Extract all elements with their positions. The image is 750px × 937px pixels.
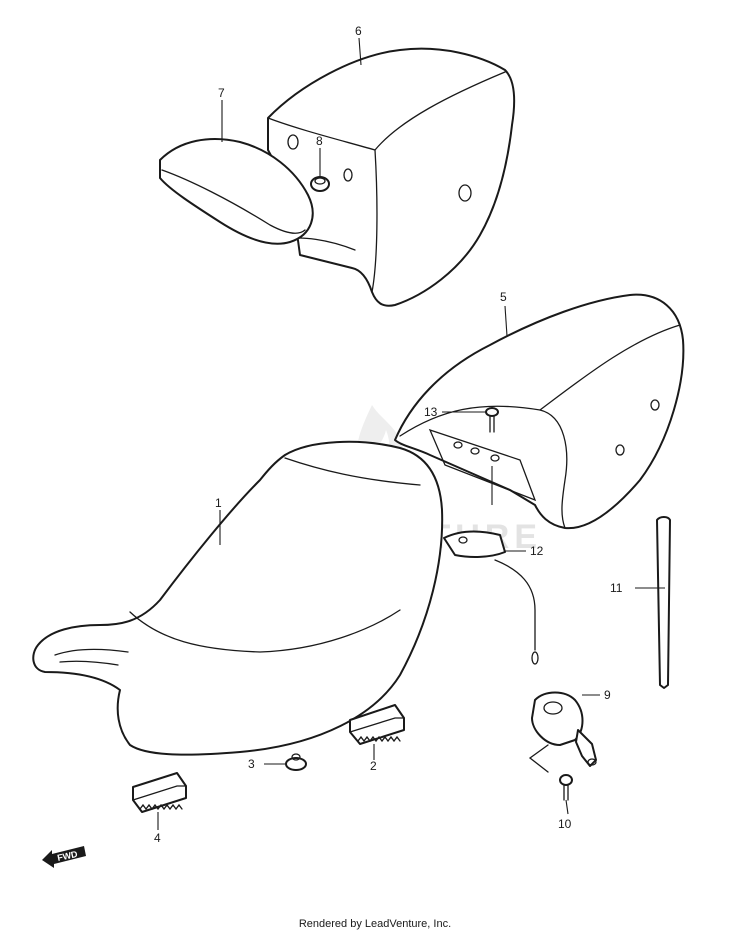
part-7-pillion-pad bbox=[159, 138, 314, 245]
fwd-label: FWD bbox=[56, 849, 79, 863]
callout-13: 13 bbox=[424, 405, 438, 419]
callout-1: 1 bbox=[215, 496, 222, 510]
part-11-seat-strap bbox=[656, 516, 671, 689]
part-3-damper bbox=[285, 753, 307, 771]
part-4-cushion bbox=[132, 772, 187, 813]
callout-4: 4 bbox=[154, 831, 161, 845]
part-10-screw bbox=[559, 774, 573, 801]
callout-9: 9 bbox=[604, 688, 611, 702]
callout-10: 10 bbox=[558, 817, 572, 831]
callout-6: 6 bbox=[355, 24, 362, 38]
part-12-seat-lock-cable bbox=[443, 530, 539, 665]
callout-2: 2 bbox=[370, 759, 377, 773]
callout-labels: 1 2 3 4 5 6 7 8 9 10 11 12 13 bbox=[154, 24, 623, 845]
part-8-grommet bbox=[310, 176, 330, 192]
callout-11: 11 bbox=[610, 581, 623, 595]
part-13-bolt bbox=[485, 407, 499, 433]
leader-lines bbox=[157, 37, 665, 830]
callout-8: 8 bbox=[316, 134, 323, 148]
callout-12: 12 bbox=[530, 544, 544, 558]
callout-7: 7 bbox=[218, 86, 225, 100]
part-2-cushion bbox=[349, 704, 405, 745]
part-5-rear-seat bbox=[394, 293, 685, 530]
fwd-arrow-icon: FWD bbox=[42, 846, 86, 868]
part-9-seat-lock bbox=[528, 691, 597, 773]
part-6-seat-cowl bbox=[267, 47, 516, 307]
part-1-front-seat bbox=[32, 440, 444, 756]
callout-5: 5 bbox=[500, 290, 507, 304]
footer-credit: Rendered by LeadVenture, Inc. bbox=[298, 918, 452, 930]
callout-3: 3 bbox=[248, 757, 255, 771]
